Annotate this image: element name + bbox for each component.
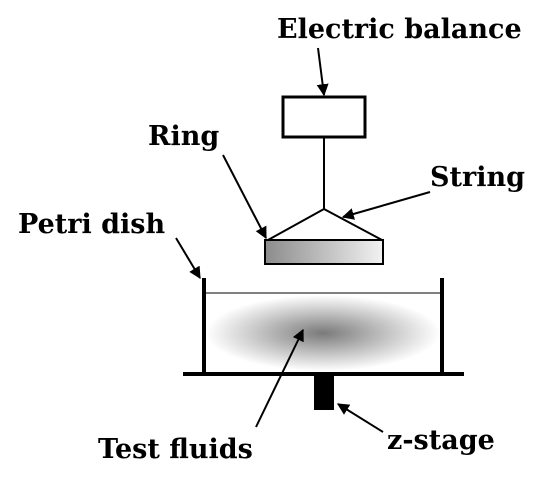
label-ring: Ring: [148, 121, 219, 152]
arrow-petri-dish: [175, 237, 201, 280]
label-electric-balance: Electric balance: [277, 14, 522, 45]
electric-balance-box: [281, 95, 367, 139]
label-z-stage: z-stage: [387, 425, 495, 456]
label-string: String: [430, 162, 525, 193]
arrow-z-stage: [336, 403, 384, 433]
label-test-fluids: Test fluids: [98, 434, 253, 465]
z-stage: [314, 376, 334, 410]
petri-dish: [183, 278, 464, 376]
ring-string-triangle: [264, 207, 383, 241]
ring: [264, 239, 384, 265]
petri-dish-left-wall: [202, 278, 206, 373]
label-petri-dish: Petri dish: [18, 209, 165, 240]
arrow-test-fluids: [255, 328, 304, 428]
test-fluid-shading: [206, 295, 440, 371]
arrow-ring: [222, 154, 267, 240]
petri-dish-right-wall: [440, 278, 444, 373]
petri-dish-base: [183, 372, 464, 376]
arrow-electric-balance: [316, 47, 329, 97]
arrow-string: [341, 191, 431, 220]
